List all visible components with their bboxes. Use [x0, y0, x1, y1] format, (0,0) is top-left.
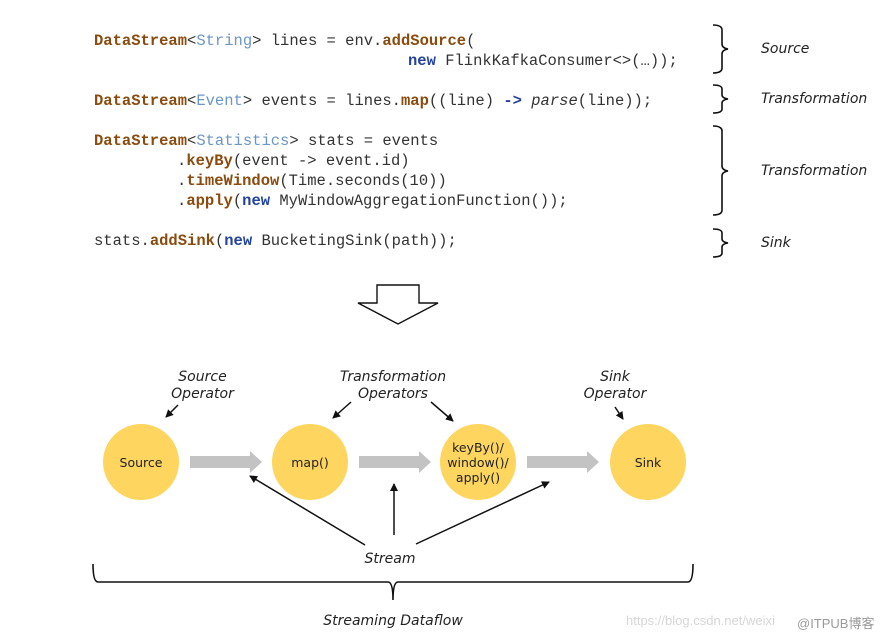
code-token: addSink [149, 232, 215, 250]
code-token: new [224, 232, 253, 250]
code-token: > events = lines. [242, 92, 401, 110]
bracket-label-source: Source [761, 41, 810, 57]
caption-line: Operator [583, 386, 647, 402]
node-label-line: apply() [455, 470, 501, 485]
node-map[interactable] [272, 424, 348, 500]
stream-pointer-3 [415, 481, 550, 545]
code-token: stats. [94, 232, 150, 250]
pointer-transform-keyby [430, 401, 454, 422]
code-line-4: DataStream<Statistics> stats = events [94, 131, 438, 151]
caption-line: Operator [171, 386, 234, 402]
code-token: MyWindowAggregationFunction()); [270, 192, 568, 210]
code-token: > lines = env. [252, 32, 383, 50]
pointer-sink-operator [614, 406, 624, 420]
down-arrow-icon [357, 284, 439, 325]
pointer-transform-map [332, 401, 352, 419]
node-source[interactable] [103, 424, 179, 500]
code-token: (event -> event.id) [232, 152, 410, 170]
bracket-label-sink: Sink [761, 235, 791, 251]
code-token: DataStream [94, 32, 188, 50]
code-token: Statistics [196, 132, 290, 150]
flow-arrow-3 [527, 451, 599, 473]
code-token: apply [186, 192, 233, 210]
code-line-1: DataStream<String> lines = env.addSource… [94, 31, 475, 51]
node-keyby-window-apply[interactable] [440, 424, 516, 500]
node-label-line: keyBy()/ [452, 440, 504, 455]
node-label-source: Source [119, 455, 163, 470]
caption-line: Transformation [339, 369, 447, 385]
code-line-8: stats.addSink(new BucketingSink(path)); [94, 231, 457, 251]
code-line-2: new FlinkKafkaConsumer<>(…)); [408, 51, 678, 71]
code-token: timeWindow [186, 172, 280, 190]
code-token: . [177, 172, 187, 190]
caption-line: Operators [358, 386, 428, 402]
node-label-keyby-window-apply: keyBy()/ window()/ apply() [440, 440, 516, 485]
node-label-map: map() [291, 455, 329, 470]
code-token: ( [214, 232, 225, 250]
bracket-label-transformation-2: Transformation [761, 163, 868, 179]
caption-line: Source [178, 369, 227, 385]
code-token: BucketingSink(path)); [252, 232, 457, 250]
node-label-line: window()/ [447, 455, 509, 470]
pointer-source-operator [165, 404, 179, 418]
code-token: parse [531, 92, 578, 110]
bracket-transformation-2 [712, 125, 729, 216]
flow-arrow-1 [190, 451, 262, 473]
caption-line: Sink [600, 369, 630, 385]
node-label-sink: Sink [634, 455, 662, 470]
code-token: ( [466, 32, 476, 50]
bracket-transformation-1 [712, 84, 729, 114]
code-token: DataStream [94, 132, 188, 150]
code-token: (Time.seconds(10)) [279, 172, 447, 190]
code-token: . [177, 192, 187, 210]
bracket-label-transformation-1: Transformation [761, 91, 868, 107]
code-token: Event [196, 92, 243, 110]
code-line-3: DataStream<Event> events = lines.map((li… [94, 91, 652, 111]
caption-sink-operator: Sink Operator [565, 369, 665, 403]
code-token: ((line) [428, 92, 504, 110]
flow-arrow-2 [359, 451, 431, 473]
code-line-7: .apply(new MyWindowAggregationFunction()… [177, 191, 568, 211]
code-token: . [177, 152, 187, 170]
node-sink[interactable] [610, 424, 686, 500]
stream-pointer-1 [249, 475, 366, 546]
code-token: String [196, 32, 253, 50]
code-token: new [408, 52, 436, 70]
caption-stream: Stream [364, 551, 416, 567]
code-token: ( [232, 192, 243, 210]
code-token: DataStream [94, 92, 188, 110]
code-token: (line)); [577, 92, 653, 110]
code-token: map [400, 92, 429, 110]
code-token: < [187, 92, 197, 110]
watermark-brand: @ITPUB博客 [797, 616, 875, 631]
code-token: FlinkKafkaConsumer<>(…)); [435, 52, 678, 70]
code-token: -> [503, 92, 522, 110]
code-token: addSource [382, 32, 467, 50]
caption-source-operator: Source Operator [150, 369, 255, 403]
watermark-url: https://blog.csdn.net/weixi [626, 613, 775, 628]
code-token: < [187, 32, 197, 50]
code-token: > stats = events [289, 132, 439, 150]
code-line-5: .keyBy(event -> event.id) [177, 151, 410, 171]
code-line-6: .timeWindow(Time.seconds(10)) [177, 171, 447, 191]
bracket-source [712, 24, 729, 74]
bracket-streaming-dataflow [92, 563, 694, 601]
code-token: new [242, 192, 271, 210]
code-token: keyBy [186, 152, 233, 170]
caption-streaming-dataflow: Streaming Dataflow [323, 613, 463, 629]
code-token: < [187, 132, 197, 150]
bracket-sink [712, 228, 729, 258]
caption-transformation-operators: Transformation Operators [328, 369, 458, 403]
